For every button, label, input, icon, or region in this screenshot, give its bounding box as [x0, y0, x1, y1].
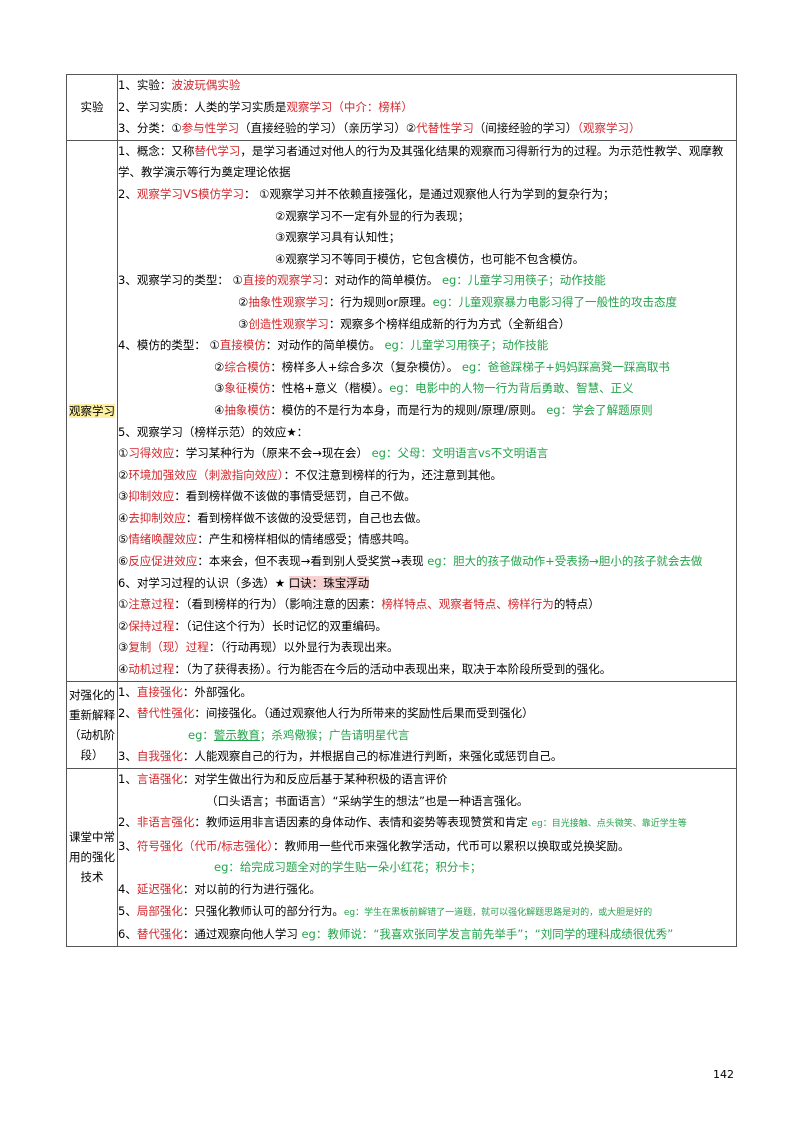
text-line: ①习得效应：学习某种行为（原来不会→现在会） eg：父母：文明语言vs不文明语言 — [118, 446, 549, 461]
text-line: 3、观察学习的类型： ①直接的观察学习：对动作的简单模仿。 eg：儿童学习用筷子… — [118, 273, 606, 288]
text-line: 1、直接强化：外部强化。 — [118, 684, 252, 699]
text-line: ②环境加强效应（刺激指向效应）：不仅注意到榜样的行为，还注意到其他。 — [118, 467, 503, 482]
notes-table: 实验 1、实验：波波玩偶实验 2、学习实质：人类的学习实质是观察学习（中介：榜样… — [66, 74, 737, 947]
content-cell: 1、直接强化：外部强化。 2、替代性强化：间接强化。（通过观察他人行为所带来的奖… — [117, 680, 737, 770]
text-line: 1、言语强化：对学生做出行为和反应后基于某种积极的语言评价 — [118, 772, 448, 786]
text-line: 2、观察学习VS模仿学习： ①观察学习并不依赖直接强化，是通过观察他人行为学到的… — [118, 186, 615, 201]
text-line: 4、延迟强化：对以前的行为进行强化。 — [118, 881, 321, 896]
row-experiment: 实验 1、实验：波波玩偶实验 2、学习实质：人类的学习实质是观察学习（中介：榜样… — [66, 74, 737, 141]
text-line: 5、观察学习（榜样示范）的效应★： — [118, 424, 309, 439]
row-observational-learning: 观察学习 1、概念：又称替代学习，是学习者通过对他人的行为及其强化结果的观察而习… — [66, 139, 737, 682]
text-line: 6、替代强化：通过观察向他人学习 eg：教师说：“我喜欢张同学发言前先举手”；“… — [118, 927, 674, 942]
text-line: 5、局部强化：只强化教师认可的部分行为。eg：学生在黑板前解错了一道题，就可以强… — [118, 903, 653, 918]
content-cell: 1、实验：波波玩偶实验 2、学习实质：人类的学习实质是观察学习（中介：榜样） 3… — [117, 74, 737, 141]
text-line: 3、分类：①参与性学习（直接经验的学习）（亲历学习）②代替性学习（间接经验的学习… — [118, 121, 641, 136]
content-cell: 1、概念：又称替代学习，是学习者通过对他人的行为及其强化结果的观察而习得新行为的… — [117, 139, 737, 682]
text-line: 6、对学习过程的认识（多选）★ 口诀：珠宝浮动 — [118, 575, 370, 590]
text-line: ②观察学习不一定有外显的行为表现； — [275, 208, 470, 223]
text-line: eg：警示教育；杀鸡儆猴；广告请明星代言 — [188, 727, 410, 742]
text-line: ②保持过程：（记住这个行为）长时记忆的双重编码。 — [118, 618, 388, 633]
text-line: 1、实验：波波玩偶实验 — [118, 78, 241, 92]
row-classroom-reinforcement: 课堂中常 用的强化 技术 1、言语强化：对学生做出行为和反应后基于某种积极的语言… — [66, 768, 737, 947]
category-cell: 实验 — [66, 74, 118, 141]
category-cell: 观察学习 — [66, 139, 118, 682]
text-line: ③象征模仿：性格+意义（楷模）。eg：电影中的人物一行为背后勇敢、智慧、正义 — [214, 381, 634, 396]
text-line: eg：给完成习题全对的学生贴一朵小红花；积分卡； — [214, 860, 482, 875]
text-line: ④抽象模仿：模仿的不是行为本身，而是行为的规则/原理/原则。 eg：学会了解题原… — [214, 402, 653, 417]
text-line: 2、非语言强化：教师运用非言语因素的身体动作、表情和姿势等表现赞赏和肯定 eg：… — [118, 815, 687, 830]
text-line: 3、符号强化（代币/标志强化）：教师用一些代币来强化教学活动，代币可以累积以换取… — [118, 838, 630, 853]
text-line: ④动机过程：（为了获得表扬）。行为能否在今后的活动中表现出来，取决于本阶段所受到… — [118, 662, 612, 677]
content-cell: 1、言语强化：对学生做出行为和反应后基于某种积极的语言评价 （口头语言；书面语言… — [117, 768, 737, 947]
text-line: 4、模仿的类型： ①直接模仿：对动作的简单模仿。 eg：儿童学习用筷子；动作技能 — [118, 338, 549, 353]
text-line: ②抽象性观察学习：行为规则or原理。eg：儿童观察暴力电影习得了一般性的攻击态度 — [238, 294, 677, 309]
page-number: 142 — [713, 1068, 734, 1081]
mnemonic-badge: 口诀：珠宝浮动 — [288, 575, 370, 590]
text-line: ③复制（现）过程：（行动再现）以外显行为表现出来。 — [118, 640, 399, 655]
text-line: 1、概念：又称替代学习，是学习者通过对他人的行为及其强化结果的观察而习得新行为的… — [118, 143, 724, 180]
text-line: 3、自我强化：人能观察自己的行为，并根据自己的标准进行判断，来强化或惩罚自己。 — [118, 749, 563, 764]
text-line: ③创造性观察学习：观察多个榜样组成新的行为方式（全新组合） — [238, 316, 571, 331]
text-line: （口头语言；书面语言）“采纳学生的想法”也是一种语言强化。 — [206, 793, 529, 808]
text-line: ①注意过程：（看到榜样的行为）（影响注意的因素：榜样特点、观察者特点、榜样行为的… — [118, 597, 600, 612]
text-line: ④观察学习不等同于模仿，它包含模仿，也可能不包含模仿。 — [275, 251, 585, 266]
text-line: 2、替代性强化：间接强化。（通过观察他人行为所带来的奖励性后果而受到强化） — [118, 706, 534, 721]
text-line: 2、学习实质：人类的学习实质是观察学习（中介：榜样） — [118, 99, 413, 114]
text-line: ③抑制效应：看到榜样做不该做的事情受惩罚，自己不做。 — [118, 489, 416, 504]
text-line: ②综合模仿：榜样多人+综合多次（复杂模仿）。 eg：爸爸踩梯子+妈妈踩高凳一踩高… — [214, 359, 670, 374]
category-cell: 课堂中常 用的强化 技术 — [66, 768, 118, 947]
text-line: ⑤情绪唤醒效应：产生和榜样相似的情绪感受；情感共鸣。 — [118, 532, 416, 547]
category-cell: 对强化的 重新解释 （动机阶 段） — [66, 680, 118, 770]
text-line: ④去抑制效应：看到榜样做不该做的没受惩罚，自己也去做。 — [118, 510, 428, 525]
text-line: ⑥反应促进效应：本来会，但不表现→看到别人受奖赏→表现 eg：胆大的孩子做动作+… — [118, 554, 703, 569]
highlighted-category: 观察学习 — [69, 403, 115, 418]
text-line: ③观察学习具有认知性； — [275, 230, 401, 245]
row-reinforcement-reinterpretation: 对强化的 重新解释 （动机阶 段） 1、直接强化：外部强化。 2、替代性强化：间… — [66, 680, 737, 770]
